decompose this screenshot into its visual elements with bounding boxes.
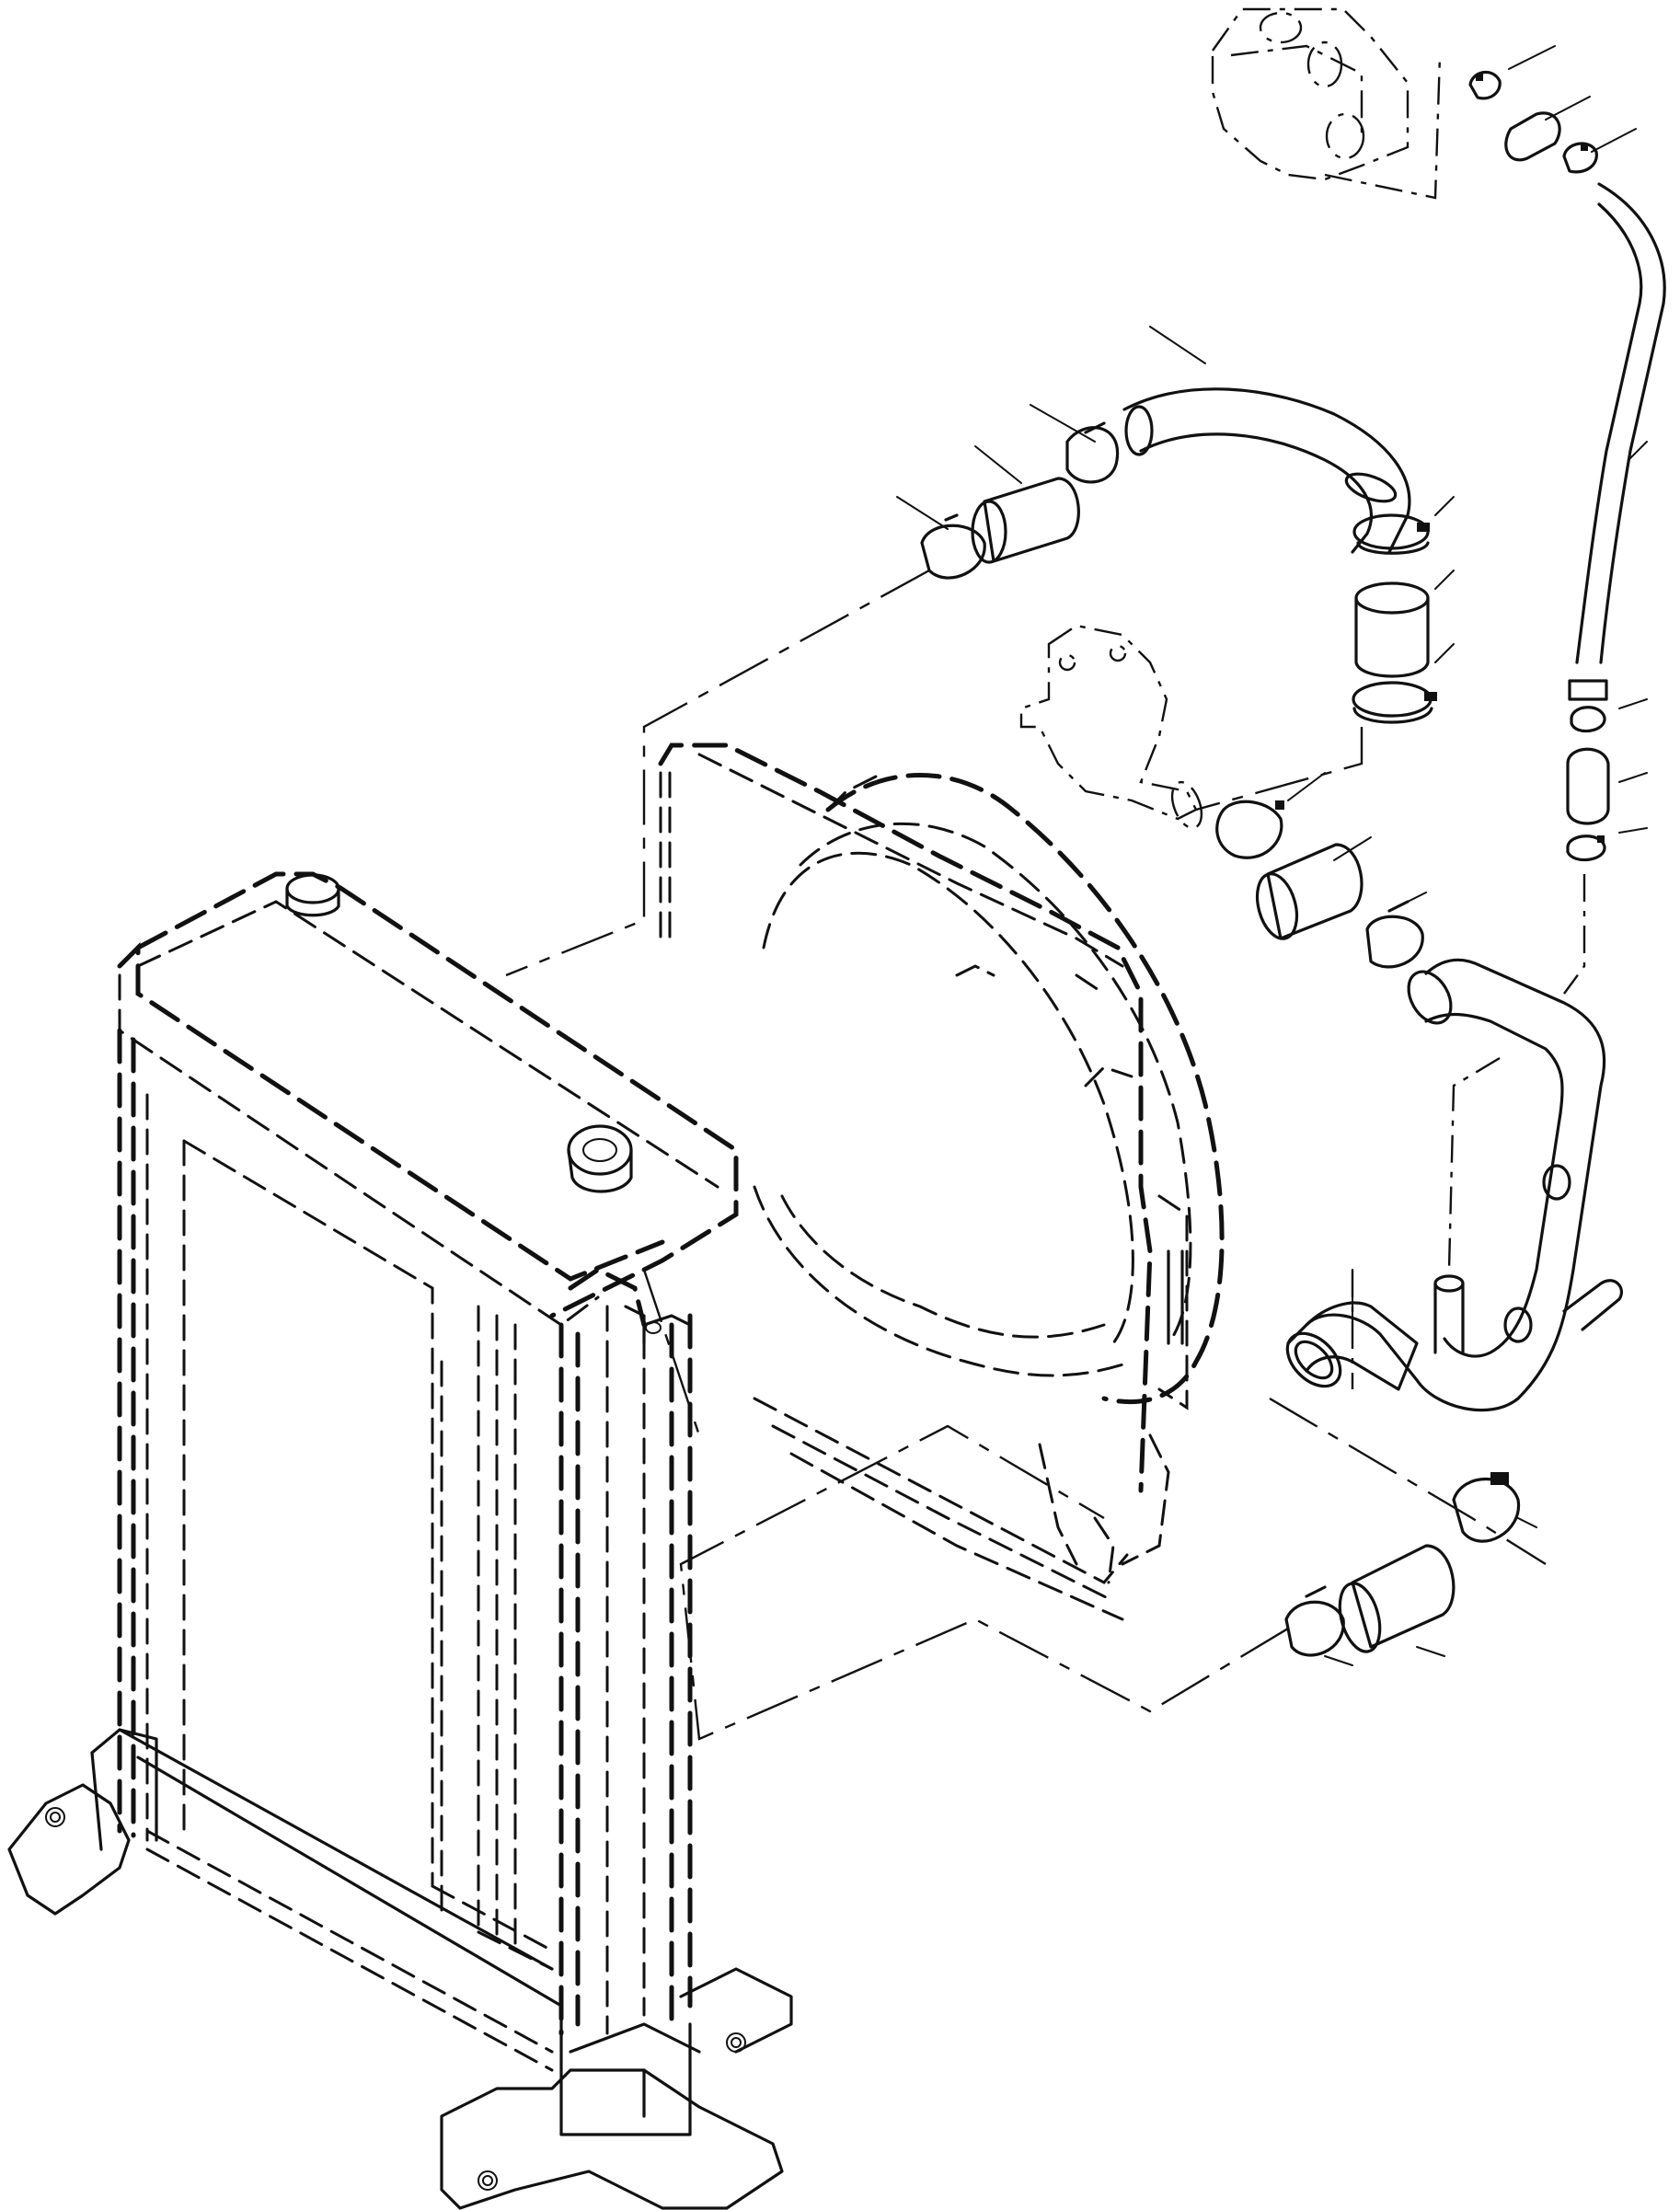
alignment-lines <box>505 569 1547 1741</box>
radiator-cap-icon <box>567 1124 633 1193</box>
bypass-tube-icon <box>1468 70 1666 995</box>
callout-leaders <box>896 45 1648 1666</box>
upper-hose-icon <box>920 387 1437 724</box>
thermostat-housing-icon <box>1211 7 1442 200</box>
fan-shroud-icon <box>658 742 1225 1621</box>
middle-hose-icon <box>1215 800 1424 969</box>
water-pump-icon <box>1019 624 1203 830</box>
water-pipe-icon <box>1285 958 1623 1412</box>
radiator-icon <box>7 871 793 2210</box>
lower-hose-icon <box>1284 1472 1521 1657</box>
